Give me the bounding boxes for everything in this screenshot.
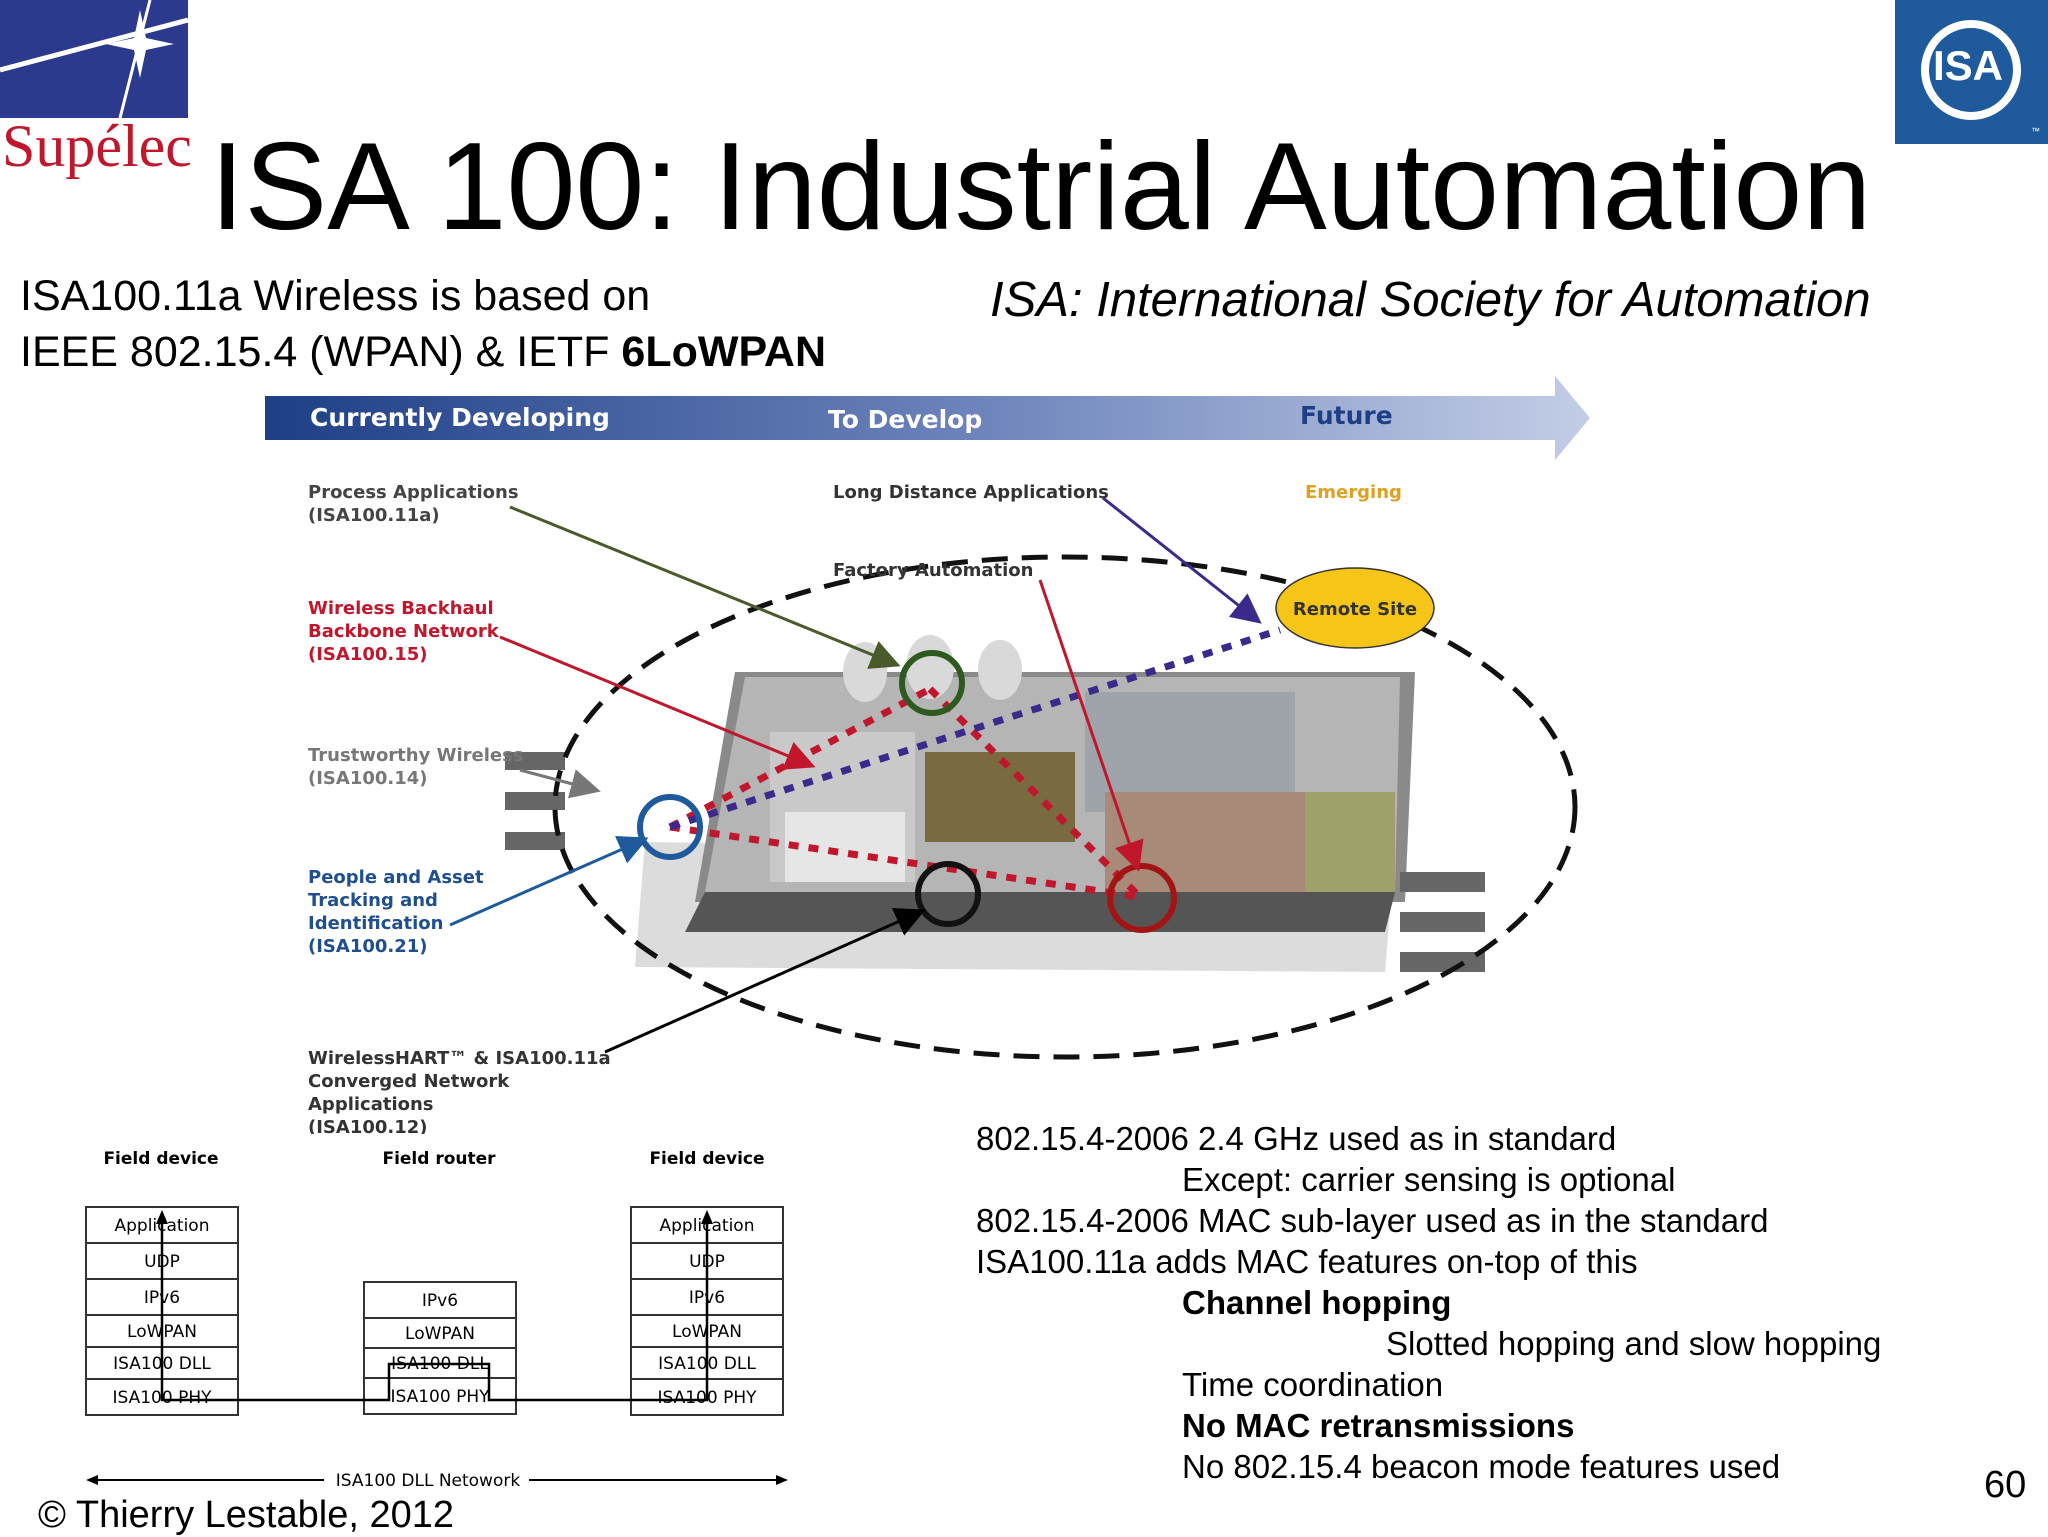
trustworthy-label: Trustworthy Wireless (ISA100.14) <box>308 745 524 789</box>
svg-text:Applications: Applications <box>308 1094 434 1115</box>
isa-trademark: ™ <box>2031 126 2040 136</box>
supelec-wordmark: Supélec <box>2 113 192 179</box>
page-title: ISA 100: Industrial Automation <box>210 118 1872 256</box>
wirelesshart-circle <box>915 861 981 927</box>
factory-automation-label: Factory Automation <box>833 560 1033 581</box>
svg-text:Identification: Identification <box>308 913 444 934</box>
people-tracking-label: People and Asset Tracking and Identifica… <box>308 867 484 957</box>
remote-site-label: Remote Site <box>1293 599 1417 620</box>
long-distance-label: Long Distance Applications <box>833 482 1109 503</box>
process-app-circle <box>899 650 965 716</box>
note-text: Slotted hopping and slow hopping <box>1386 1325 1882 1362</box>
process-app-label: Process Applications (ISA100.11a) <box>308 482 519 526</box>
stack-header-router: Field router <box>382 1149 496 1169</box>
intro-line-1: ISA100.11a Wireless is based on <box>20 272 651 320</box>
note-line: 802.15.4-2006 2.4 GHz used as in standar… <box>976 1118 1881 1159</box>
isa-wordmark: ISA <box>1933 42 2004 89</box>
intro-line-2: IEEE 802.15.4 (WPAN) & IETF 6LoWPAN <box>20 324 826 380</box>
note-line: ISA100.11a adds MAC features on-top of t… <box>976 1241 1881 1282</box>
svg-text:Process Applications: Process Applications <box>308 482 519 503</box>
isa-definition: ISA: International Society for Automatio… <box>990 273 1871 327</box>
note-text: Channel hopping <box>1182 1284 1452 1321</box>
people-tracking-circle <box>637 794 703 860</box>
svg-text:Converged Network: Converged Network <box>308 1071 510 1092</box>
stack-header-device-left: Field device <box>103 1149 218 1169</box>
note-text: 802.15.4-2006 2.4 GHz used as in standar… <box>976 1120 1617 1157</box>
factory-illustration <box>505 635 1485 972</box>
isa100-roadmap-diagram: Currently Developing To Develop Future <box>265 372 1615 1138</box>
router-layer-ipv6: IPv6 <box>422 1291 458 1311</box>
isa-logo: ISA ™ <box>1895 0 2048 144</box>
isa-ring-icon <box>1921 20 2021 120</box>
note-text: Time coordination <box>1182 1366 1444 1403</box>
notes-list: 802.15.4-2006 2.4 GHz used as in standar… <box>976 1118 1881 1487</box>
svg-text:(ISA100.12): (ISA100.12) <box>308 1117 428 1134</box>
data-path-line <box>160 1224 709 1402</box>
svg-text:(ISA100.15): (ISA100.15) <box>308 644 428 665</box>
wirelesshart-label: WirelessHART™ & ISA100.11a Converged Net… <box>308 1048 611 1138</box>
supelec-logo: Supélec <box>0 0 192 180</box>
svg-text:(ISA100.21): (ISA100.21) <box>308 936 428 957</box>
intro-line-2-bold: 6LoWPAN <box>621 328 827 376</box>
note-text: Except: carrier sensing is optional <box>1182 1161 1676 1198</box>
roadmap-arrow <box>265 376 1590 460</box>
note-text: No 802.15.4 beacon mode features used <box>1182 1448 1781 1485</box>
svg-text:Backbone Network: Backbone Network <box>308 621 500 642</box>
note-text: No MAC retransmissions <box>1182 1407 1575 1444</box>
note-text: 802.15.4-2006 MAC sub-layer used as in t… <box>976 1202 1769 1239</box>
protocol-stack-diagram: Field device Field router Field device A… <box>84 1142 804 1502</box>
svg-text:Wireless Backhaul: Wireless Backhaul <box>308 598 494 619</box>
svg-text:Trustworthy Wireless: Trustworthy Wireless <box>308 745 524 766</box>
note-line: Time coordination <box>976 1364 1881 1405</box>
note-line: Slotted hopping and slow hopping <box>976 1323 1881 1364</box>
supelec-star-emblem <box>0 0 188 118</box>
network-label: ISA100 DLL Netowork <box>336 1471 521 1491</box>
note-line: Except: carrier sensing is optional <box>976 1159 1881 1200</box>
svg-text:Tracking and: Tracking and <box>308 890 438 911</box>
arrow-label-future: Future <box>1300 401 1393 430</box>
arrow-label-todevelop: To Develop <box>828 405 982 434</box>
router-stack <box>363 1281 517 1415</box>
coverage-dashed-ellipse <box>552 554 1578 1060</box>
remote-site-bubble <box>1275 567 1435 649</box>
router-layer-phy: ISA100 PHY <box>390 1387 490 1407</box>
stack-header-device-right: Field device <box>649 1149 764 1169</box>
copyright: © Thierry Lestable, 2012 <box>38 1494 454 1536</box>
backhaul-label: Wireless Backhaul Backbone Network (ISA1… <box>308 598 500 665</box>
emerging-label: Emerging <box>1305 482 1402 503</box>
note-text: ISA100.11a adds MAC features on-top of t… <box>976 1243 1638 1280</box>
note-line: No MAC retransmissions <box>976 1405 1881 1446</box>
note-line: Channel hopping <box>976 1282 1881 1323</box>
svg-text:(ISA100.14): (ISA100.14) <box>308 768 428 789</box>
page-number: 60 <box>1984 1464 2027 1506</box>
svg-text:People and Asset: People and Asset <box>308 867 484 888</box>
arrow-label-current: Currently Developing <box>310 403 610 432</box>
svg-text:(ISA100.11a): (ISA100.11a) <box>308 505 440 526</box>
svg-text:WirelessHART™ & ISA100.11a: WirelessHART™ & ISA100.11a <box>308 1048 611 1069</box>
note-line: No 802.15.4 beacon mode features used <box>976 1446 1881 1487</box>
router-layer-lowpan: LoWPAN <box>405 1324 475 1344</box>
intro-text: ISA100.11a Wireless is based on IEEE 802… <box>20 268 826 380</box>
intro-line-2-prefix: IEEE 802.15.4 (WPAN) & IETF <box>20 328 622 376</box>
note-line: 802.15.4-2006 MAC sub-layer used as in t… <box>976 1200 1881 1241</box>
